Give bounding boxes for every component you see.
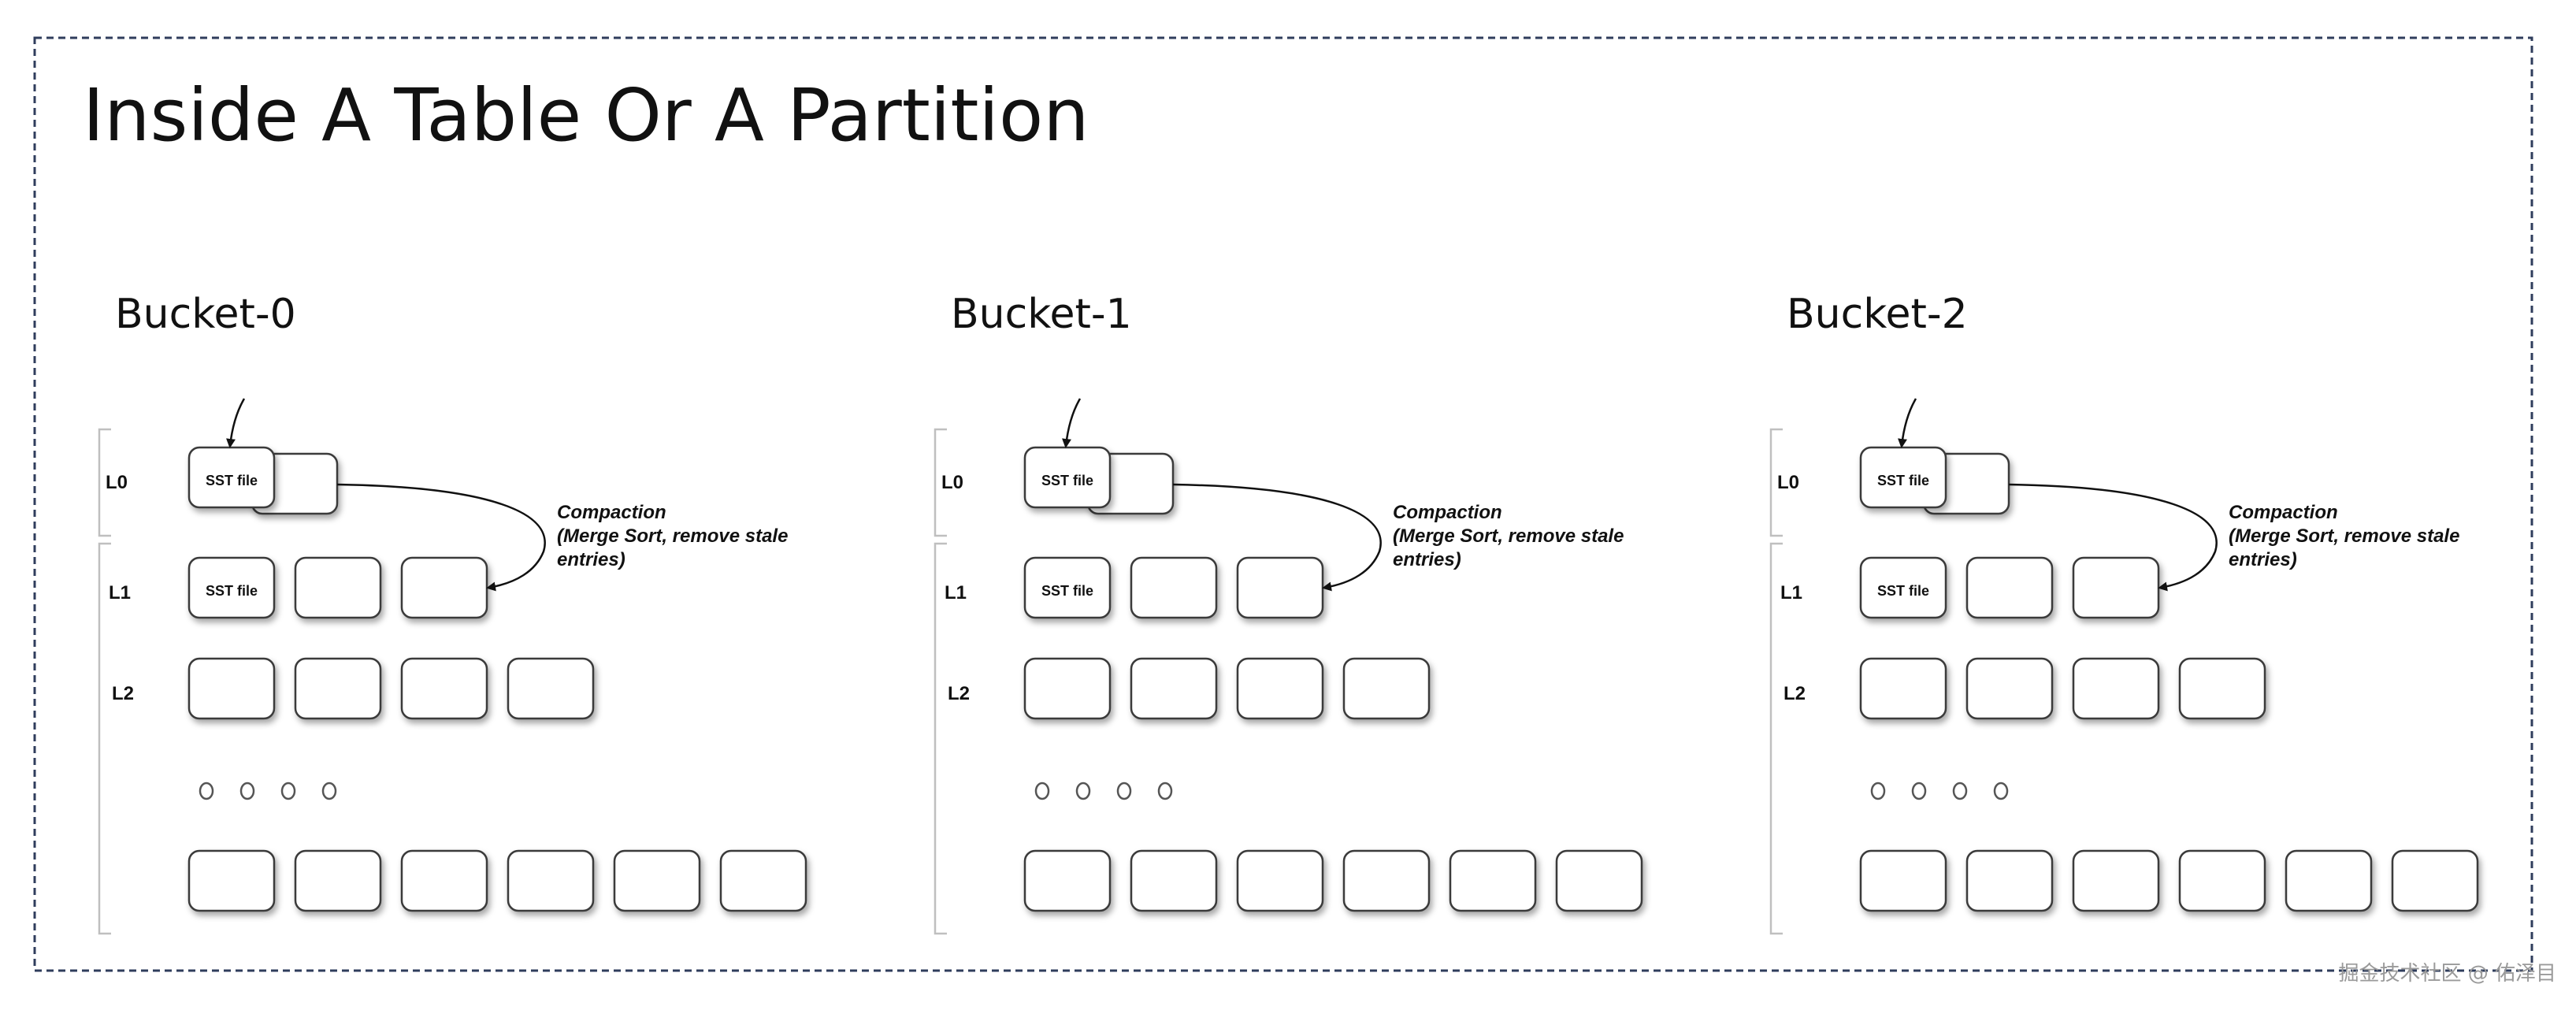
ellipsis-dot [1993,782,2009,800]
sst-file-box [1023,657,1112,720]
level-label-l2: L2 [948,683,970,704]
sst-file-box [507,849,595,912]
compaction-label: Compaction [2229,502,2338,523]
sst-file-box [2178,657,2266,720]
sst-file-box [2072,556,2160,619]
compaction-label: Compaction [557,502,666,523]
sst-file-box [1859,849,1947,912]
sst-file-box [2391,849,2479,912]
level-label-l0: L0 [106,472,128,493]
compaction-label: entries) [557,549,625,570]
compaction-label: (Merge Sort, remove stale [2229,525,2459,547]
incoming-arrow [1898,398,1917,448]
level-bracket-l0 [934,428,947,537]
sst-file-label: SST file [1877,473,1929,488]
sst-file-box [2072,657,2160,720]
ellipsis-dot [239,782,255,800]
sst-file-box [1236,556,1324,619]
sst-file-box [187,556,276,619]
level-label-l0: L0 [1777,472,1799,493]
sst-file-box [294,556,382,619]
ellipsis-dot [1911,782,1927,800]
bucket-title: Bucket-2 [1787,291,1968,338]
ellipsis-dot [321,782,337,800]
sst-file-box [2178,849,2266,912]
sst-file-box [1023,849,1112,912]
sst-file-box [1023,556,1112,619]
incoming-arrow [1062,398,1082,448]
compaction-label: entries) [2229,549,2297,570]
level-bracket-lower [98,542,111,935]
level-label-l1: L1 [109,582,131,603]
sst-file-label: SST file [1041,473,1093,488]
sst-file-box [1859,556,1947,619]
bucket-title: Bucket-0 [115,291,296,338]
sst-file-box [1236,657,1324,720]
sst-file-box [294,849,382,912]
level-label-l2: L2 [112,683,134,704]
sst-file-box [1965,657,2054,720]
sst-file-box [187,657,276,720]
sst-file-box [400,556,488,619]
compaction-arrow [336,483,546,592]
sst-file-box [1859,657,1947,720]
sst-file-box [1130,556,1218,619]
sst-file-box [1449,849,1537,912]
sst-file-box [1965,849,2054,912]
compaction-label: Compaction [1393,502,1502,523]
level-label-l1: L1 [1780,582,1802,603]
sst-file-box [1965,556,2054,619]
ellipsis-dot [199,782,214,800]
ellipsis-dot [1034,782,1050,800]
level-bracket-l0 [1769,428,1783,537]
sst-file-box [187,849,276,912]
ellipsis-dot [280,782,296,800]
level-bracket-lower [1769,542,1783,935]
sst-file-box [1236,849,1324,912]
compaction-label: entries) [1393,549,1461,570]
ellipsis-dot [1870,782,1886,800]
page-title: Inside A Table Or A Partition [83,73,1089,158]
incoming-arrow [226,398,246,448]
ellipsis-dot [1116,782,1132,800]
sst-file-label: SST file [206,473,258,488]
compaction-label: (Merge Sort, remove stale [557,525,788,547]
level-label-l1: L1 [945,582,967,603]
sst-file-box [1555,849,1643,912]
sst-file-box [400,657,488,720]
sst-file-box [507,657,595,720]
sst-file-box [1130,657,1218,720]
sst-file-label: SST file [1877,583,1929,599]
ellipsis-dot [1075,782,1091,800]
sst-file-box [294,657,382,720]
bucket-title: Bucket-1 [951,291,1132,338]
sst-file-box [2285,849,2373,912]
frame-border [33,36,2533,972]
compaction-arrow [1172,483,1382,592]
sst-file-box [613,849,701,912]
sst-file-box [719,849,807,912]
sst-file-box [2072,849,2160,912]
watermark: 掘金技术社区 @ 佑泽目 [2338,962,2556,986]
sst-file-label: SST file [206,583,258,599]
sst-file-box [1342,849,1431,912]
compaction-arrow [2008,483,2218,592]
ellipsis-dot [1952,782,1968,800]
sst-file-box [1342,657,1431,720]
compaction-label: (Merge Sort, remove stale [1393,525,1624,547]
level-label-l0: L0 [941,472,963,493]
level-bracket-lower [934,542,947,935]
level-label-l2: L2 [1784,683,1806,704]
sst-file-label: SST file [1041,583,1093,599]
ellipsis-dot [1157,782,1173,800]
level-bracket-l0 [98,428,111,537]
sst-file-box [1130,849,1218,912]
sst-file-box [400,849,488,912]
